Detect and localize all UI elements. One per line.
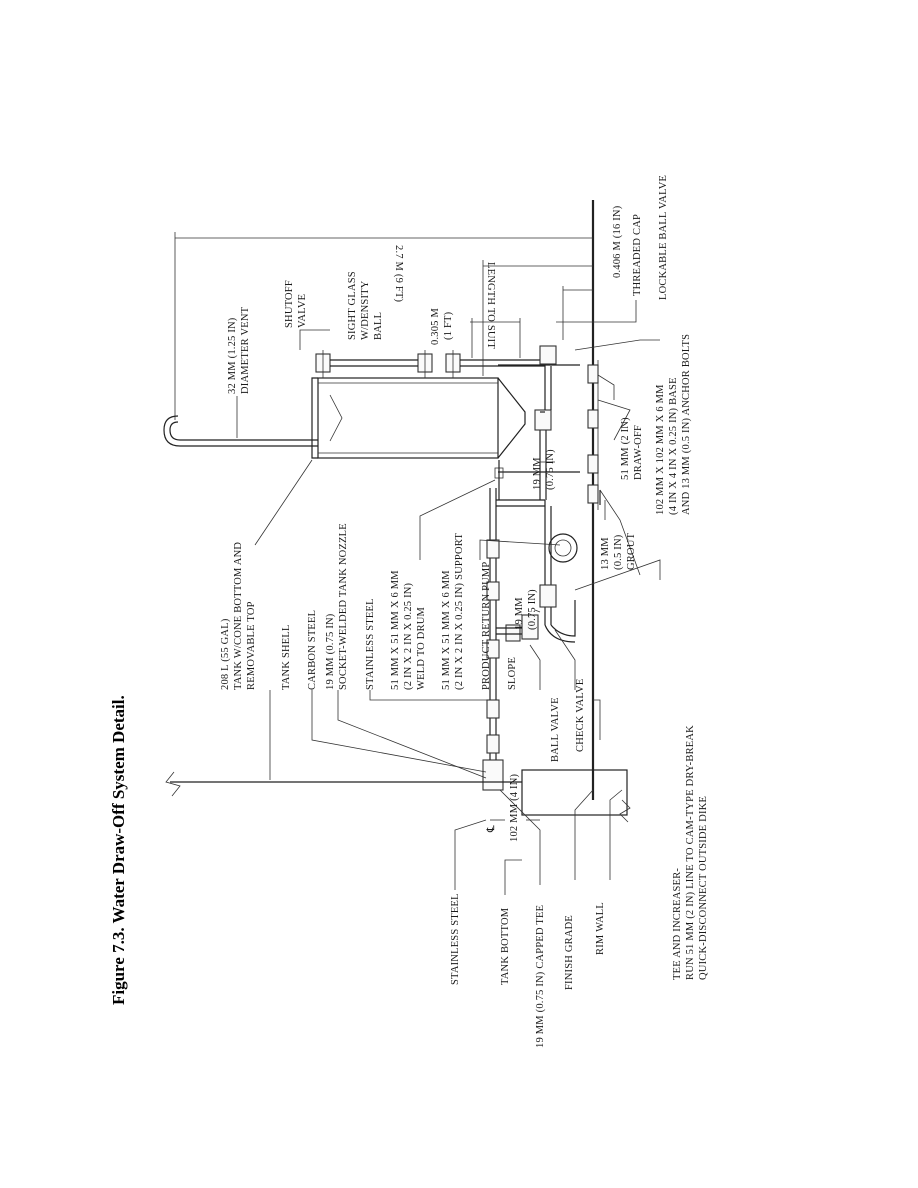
label-ball-valve: BALL VALVE (550, 697, 561, 762)
draw-off-piping (482, 345, 578, 791)
label-slope: SLOPE (507, 657, 518, 690)
label-shutoff-1: SHUTOFF (284, 280, 295, 328)
label-length-suit: LENGTH TO SUIT (485, 262, 496, 349)
label-angle-2: (2 IN X 2 IN X 0.25 IN) (403, 582, 414, 690)
label-base-3: AND 13 MM (0.5 IN) ANCHOR BOLTS (681, 334, 692, 515)
label-sight-3: BALL (373, 312, 384, 340)
label-stainless-steel-top: STAINLESS STEEL (365, 598, 376, 690)
label-capped-tee: 19 MM (0.75 IN) CAPPED TEE (535, 905, 546, 1048)
label-leg-19mm-2: (0.75 IN) (545, 449, 556, 490)
leader-lines (254, 300, 661, 895)
label-grout-2: (0.5 IN) (613, 534, 624, 570)
label-leg-19mm-1: 19 MM (532, 457, 543, 490)
label-return-pump: PRODUCT RETURN PUMP (481, 562, 492, 690)
label-dim-0305-1: 0.305 M (430, 308, 441, 345)
label-carbon-steel: CARBON STEEL (307, 610, 318, 690)
label-pump-19mm-1: 19 MM (514, 597, 525, 630)
label-finish-grade: FINISH GRADE (564, 915, 575, 990)
label-base-2: (4 IN X 4 IN X 0.25 IN) BASE (668, 377, 679, 515)
label-angle-1: 51 MM X 51 MM X 6 MM (390, 570, 401, 690)
label-base-1: 102 MM X 102 MM X 6 MM (655, 384, 666, 515)
label-vent-1: 32 MM (1.25 IN) (227, 317, 238, 394)
label-socket-nozzle: SOCKET-WELDED TANK NOZZLE (338, 523, 349, 690)
label-grout-3: GROUT (626, 532, 637, 570)
label-check-valve: CHECK VALVE (575, 679, 586, 752)
sight-glass-assembly (299, 329, 545, 378)
product-return-pump (548, 533, 578, 563)
label-tank-bottom: TANK BOTTOM (500, 907, 511, 985)
label-rim-wall: RIM WALL (595, 902, 606, 955)
label-tee-1: TEE AND INCREASER- (672, 868, 683, 980)
figure-title: Figure 7.3. Water Draw-Off System Detail… (109, 695, 128, 1005)
label-vent-2: DIAMETER VENT (240, 306, 251, 394)
label-tee-3: QUICK-DISCONNECT OUTSIDE DIKE (698, 796, 709, 980)
label-dim-0305-2: (1 FT) (443, 311, 454, 340)
label-pipe-19mm: 19 MM (0.75 IN) (325, 613, 336, 690)
label-tank-note-1: 208 L (55 GAL) (220, 618, 231, 690)
labels: 208 L (55 GAL) TANK W/CONE BOTTOM AND RE… (220, 175, 709, 1048)
label-tank-note-2: TANK W/CONE BOTTOM AND (233, 542, 244, 690)
tank-shell (317, 377, 499, 459)
vent-pipe (163, 396, 318, 447)
cone-bottom (497, 377, 526, 459)
label-support-2: (2 IN X 2 IN X 0.25 IN) SUPPORT (454, 533, 465, 690)
label-drawoff-1: 51 MM (2 IN) (620, 417, 631, 480)
label-grout-1: 13 MM (600, 537, 611, 570)
removable-top (311, 377, 318, 459)
label-centerline: ℄ (486, 825, 497, 833)
label-sight-2: W/DENSITY (360, 280, 371, 340)
label-tee-2: RUN 51 MM (2 IN) LINE TO CAM-TYPE DRY-BR… (685, 725, 696, 980)
rim-wall (165, 769, 631, 823)
label-tank-note-3: REMOVABLE TOP (246, 601, 257, 690)
label-stainless-steel-left: STAINLESS STEEL (450, 893, 461, 985)
label-lockable-ball: LOCKABLE BALL VALVE (658, 175, 669, 300)
label-dim-0406: 0.406 M (16 IN) (612, 205, 623, 278)
label-weld-drum: WELD TO DRUM (416, 606, 427, 690)
label-dim-102: 102 MM (4 IN) (509, 773, 520, 842)
dimension-lines (174, 232, 593, 821)
label-pump-19mm-2: (0.75 IN) (527, 589, 538, 630)
label-dim-27: 2.7 M (9 FT) (393, 245, 404, 303)
label-drawoff-2: DRAW-OFF (633, 425, 644, 480)
label-threaded-cap: THREADED CAP (632, 214, 643, 296)
tank-structure (311, 364, 580, 500)
label-support-1: 51 MM X 51 MM X 6 MM (441, 570, 452, 690)
label-sight-1: SIGHT GLASS (347, 271, 358, 340)
label-shutoff-2: VALVE (297, 294, 308, 328)
label-tank-shell: TANK SHELL (281, 624, 292, 690)
